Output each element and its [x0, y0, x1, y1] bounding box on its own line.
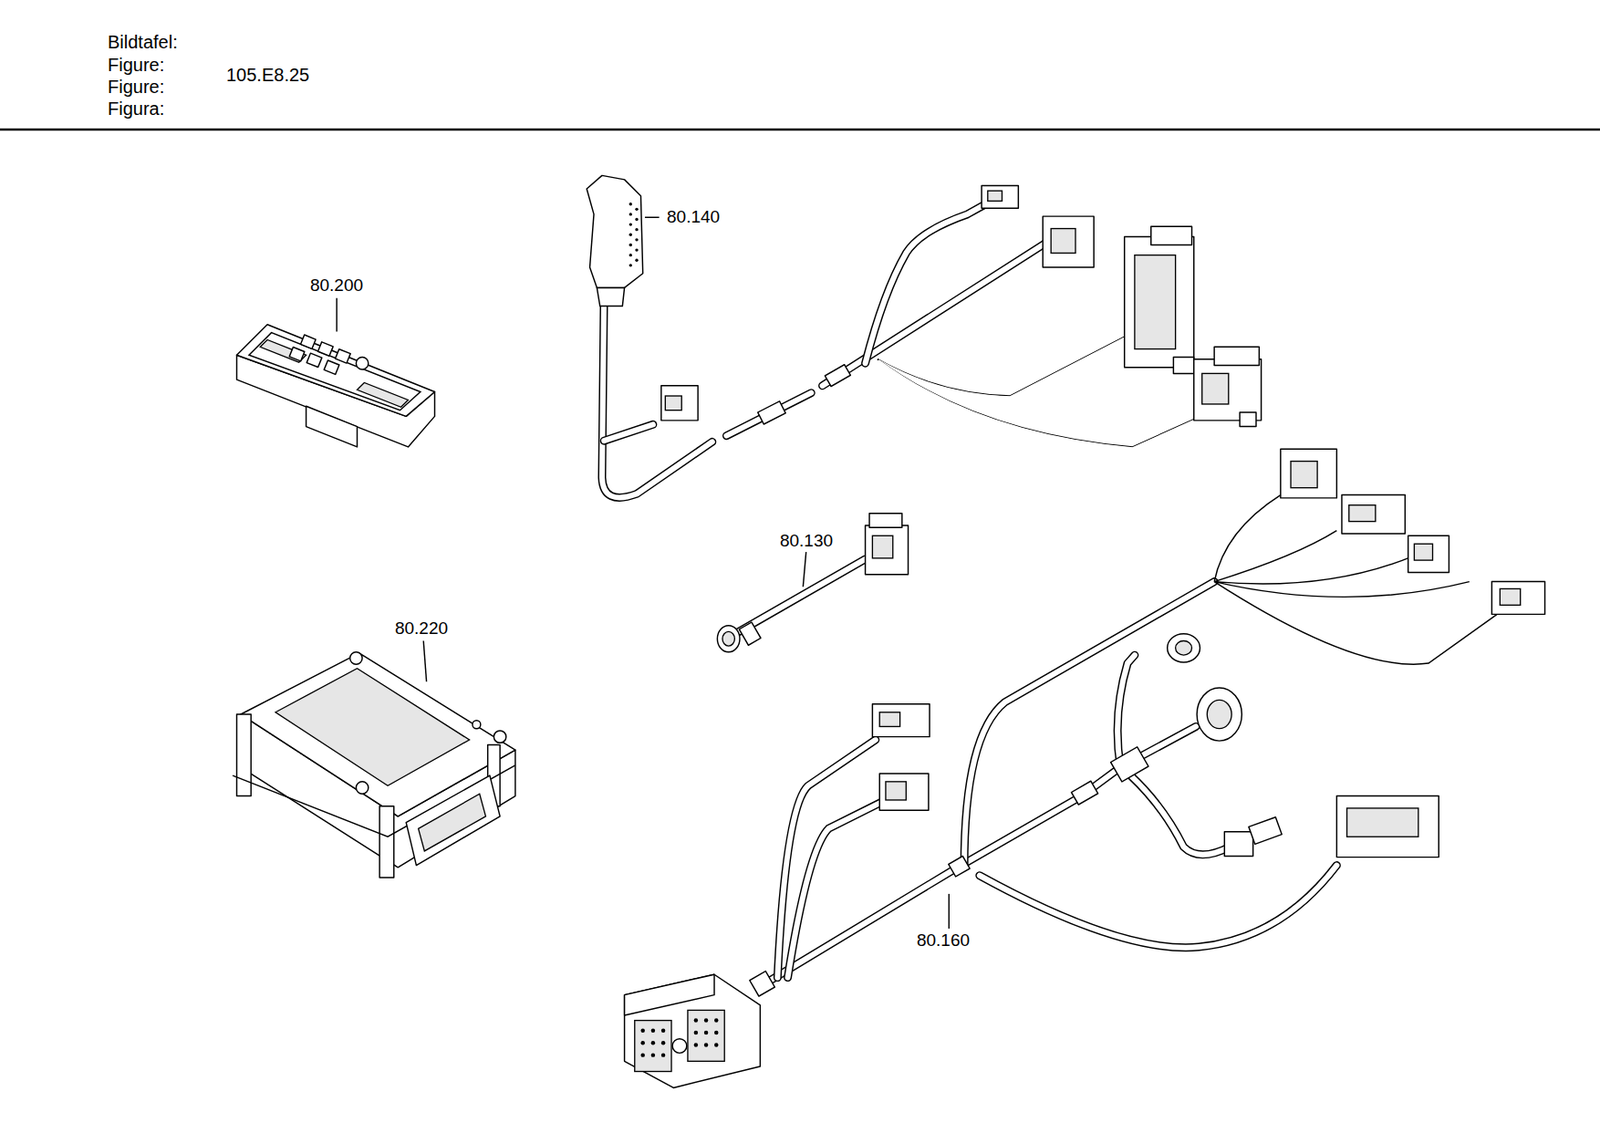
header-label: Figura:	[105, 98, 167, 120]
callout-number: 80.130	[778, 530, 835, 551]
callout-number: 80.220	[393, 618, 450, 639]
header-label: Bildtafel:	[105, 31, 180, 53]
leader-lines	[336, 217, 949, 929]
callout-number: 80.140	[664, 207, 722, 228]
header-label: Figure:	[105, 54, 167, 76]
adapter-cable	[716, 513, 908, 653]
wiring-harness	[586, 175, 1261, 498]
header-label: Figure:	[105, 76, 167, 98]
figure-number: 105.E8.25	[224, 64, 312, 86]
exploded-view	[232, 175, 1546, 1088]
callout-number: 80.200	[308, 275, 365, 296]
control-panel	[237, 324, 436, 447]
control-unit	[232, 652, 516, 878]
wiring-harness	[624, 448, 1546, 1088]
header-rule	[0, 128, 1600, 132]
callout-number: 80.160	[914, 930, 972, 951]
